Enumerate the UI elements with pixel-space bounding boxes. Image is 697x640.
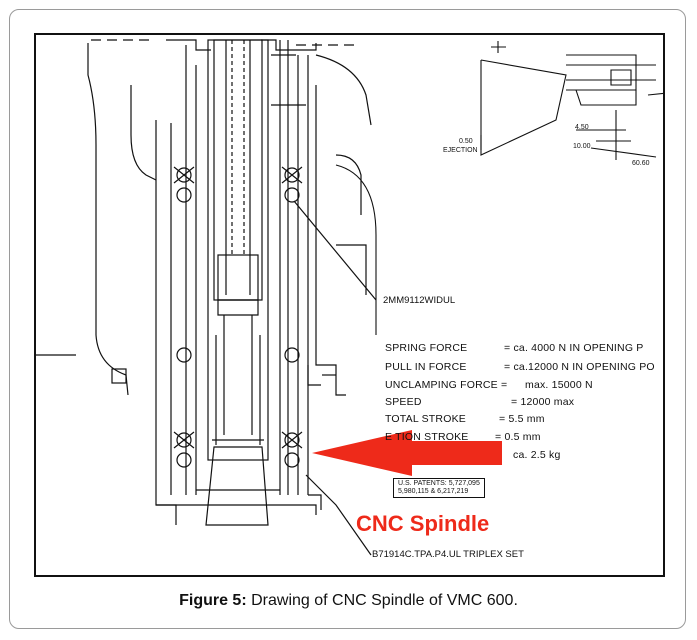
caption-text: Drawing of CNC Spindle of VMC 600. — [246, 592, 518, 609]
spec-value-speed: = 12000 max — [511, 396, 575, 408]
dimension-b: 10.00 — [573, 143, 591, 150]
spec-label-ejection-stroke: E TION STROKE — [385, 431, 469, 443]
spec-value-weight: ca. 2.5 kg — [513, 449, 561, 461]
spec-label-total-stroke: TOTAL STROKE — [385, 413, 466, 425]
spec-value-total-stroke: = 5.5 mm — [499, 413, 545, 425]
patents-box: U.S. PATENTS: 5,727,095 5,980,115 & 6,21… — [393, 478, 485, 498]
spindle-cross-section — [36, 39, 663, 556]
spec-value-unclamping-force: max. 15000 N — [525, 379, 593, 391]
spec-value-pull-in-force: = ca.12000 N IN OPENING PO — [504, 361, 655, 373]
caption-prefix: Figure 5: — [179, 592, 247, 609]
patents-line-1: U.S. PATENTS: 5,727,095 — [398, 480, 480, 487]
spec-value-ejection-stroke: = 0.5 mm — [495, 431, 541, 443]
technical-drawing: 0.50 EJECTION 4.50 10.00 60.60 2MM9112WI… — [34, 33, 665, 577]
spec-value-spring-force: = ca. 4000 N IN OPENING P — [504, 342, 644, 354]
figure-caption: Figure 5: Drawing of CNC Spindle of VMC … — [0, 592, 697, 610]
bearing-label-upper: 2MM9112WIDUL — [383, 295, 456, 306]
bearing-label-lower: B71914C.TPA.P4.UL TRIPLEX SET — [372, 549, 524, 560]
spec-label-spring-force: SPRING FORCE — [385, 342, 468, 354]
red-arrow-icon — [312, 430, 502, 476]
dimension-c: 60.60 — [632, 160, 650, 167]
spec-label-pull-in-force: PULL IN FORCE — [385, 361, 467, 373]
ejection-dimension: 0.50 — [459, 138, 473, 145]
cnc-spindle-annotation: CNC Spindle — [356, 511, 490, 536]
spec-label-unclamping-force: UNCLAMPING FORCE = — [385, 379, 508, 391]
dimension-a: 4.50 — [575, 124, 589, 131]
patents-line-2: 5,980,115 & 6,217,219 — [398, 488, 469, 495]
ejection-label: EJECTION — [443, 147, 478, 154]
spec-label-speed: SPEED — [385, 396, 422, 408]
